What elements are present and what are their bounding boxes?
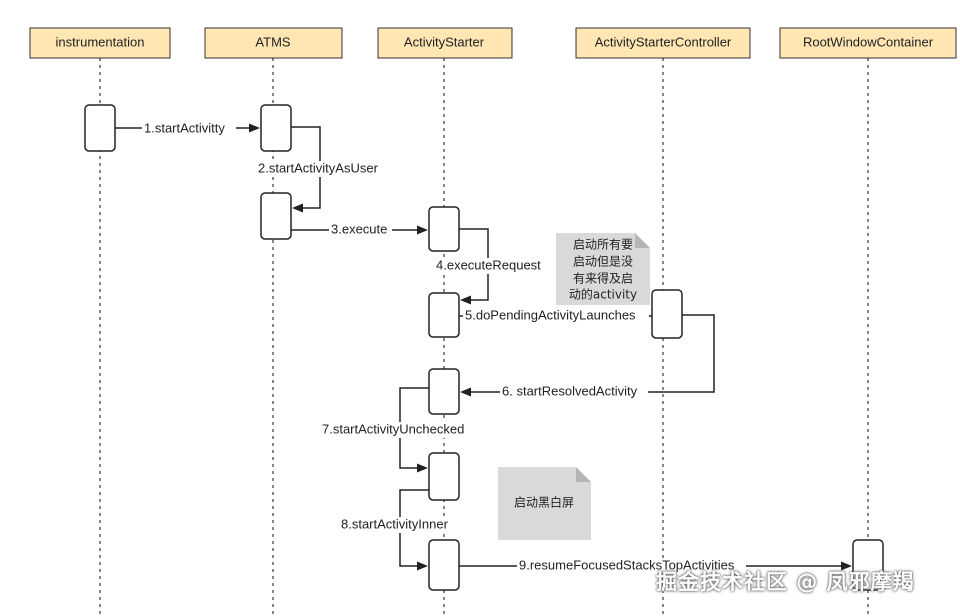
participant-label: ActivityStarterController (595, 34, 732, 49)
participant-label: RootWindowContainer (803, 34, 934, 49)
activation-bar (260, 104, 292, 152)
message-label: 9.resumeFocusedStacksTopActivities (519, 557, 735, 572)
message-2: 2.startActivityAsUser (255, 126, 388, 213)
activation-bar (428, 292, 460, 338)
participant-label: ATMS (255, 34, 290, 49)
note-pending-activity: 启动所有要 (556, 233, 650, 305)
participant-label: instrumentation (56, 34, 145, 49)
message-label: 2.startActivityAsUser (258, 160, 379, 175)
message-6: 6. startResolvedActivity (460, 314, 715, 400)
message-9: 9.resumeFocusedStacksTopActivities (459, 557, 852, 574)
message-8: 8.startActivityInner (339, 489, 461, 571)
message-label: 3.execute (331, 221, 387, 236)
note-line: 启动所有要 (573, 238, 633, 252)
message-3: 3.execute (291, 221, 428, 238)
message-label: 5.doPendingActivityLaunches (465, 307, 636, 322)
activation-bar (428, 539, 460, 591)
note-line: 启动黑白屏 (514, 495, 574, 510)
participant-activitystarter: ActivityStarter (377, 27, 513, 59)
message-label: 6. startResolvedActivity (502, 383, 638, 398)
watermark: 掘金技术社区 @ 凤邪摩羯 (656, 570, 915, 594)
note-line: 启动但是没 (573, 254, 633, 269)
participant-label: ActivityStarter (404, 34, 485, 49)
message-4: 4.executeRequest (434, 228, 546, 305)
message-5: 5.doPendingActivityLaunches (459, 307, 652, 324)
activation-bar (852, 539, 884, 591)
activation-bar (428, 452, 460, 501)
message-label: 8.startActivityInner (341, 516, 449, 531)
note-line: 动的activity (569, 287, 637, 302)
activation-bar (651, 289, 683, 339)
message-7: 7.startActivityUnchecked (320, 387, 478, 473)
message-label: 7.startActivityUnchecked (322, 421, 464, 436)
activation-bar (260, 192, 292, 240)
activation-bar (428, 368, 460, 415)
participant-atms: ATMS (204, 27, 343, 59)
participant-instrumentation: instrumentation (29, 27, 171, 59)
participant-activitystartercontroller: ActivityStarterController (575, 27, 751, 59)
activation-bar (84, 104, 116, 152)
message-1: 1.startActivitty (115, 120, 260, 136)
note-line: 有来得及启 (573, 271, 633, 286)
note-black-white-screen: 启动黑白屏 (498, 467, 591, 540)
message-label: 1.startActivitty (144, 120, 225, 135)
message-label: 4.executeRequest (436, 257, 541, 272)
activation-bar (428, 206, 460, 252)
participant-rootwindowcontainer: RootWindowContainer (779, 27, 957, 59)
